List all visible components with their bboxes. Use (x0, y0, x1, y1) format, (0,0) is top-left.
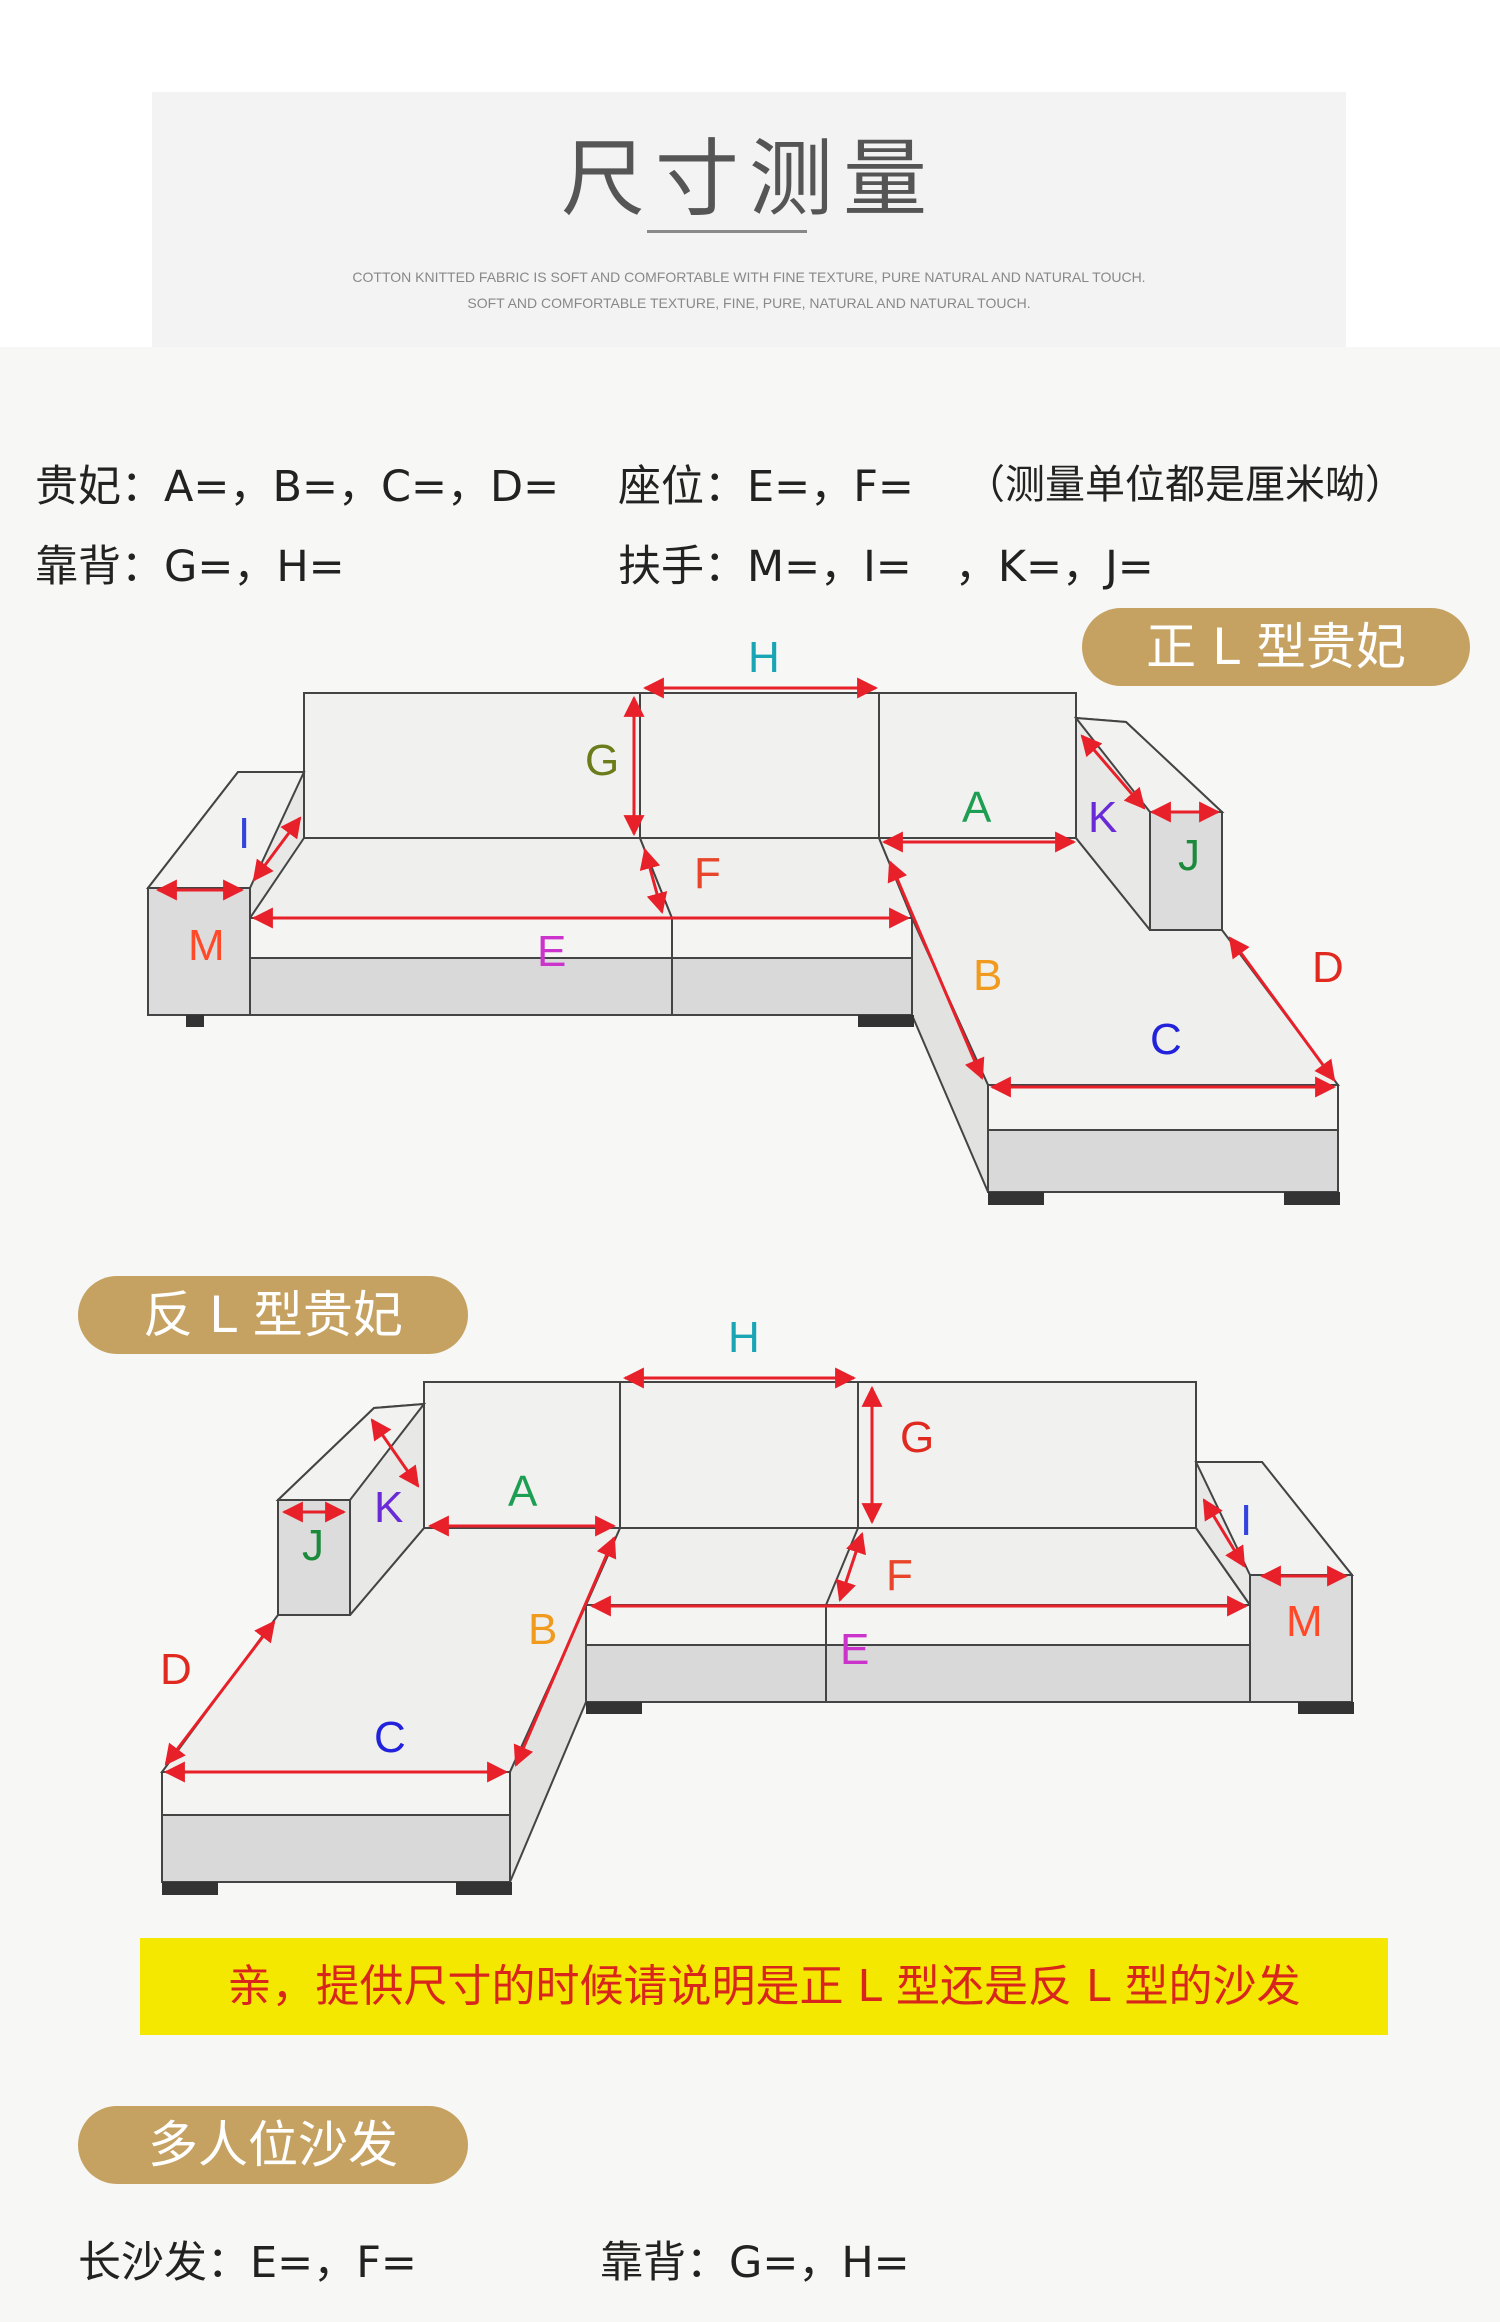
label-g: G (900, 1413, 934, 1462)
label-h: H (748, 640, 780, 682)
label-m: M (1286, 1597, 1323, 1646)
dimension-arrow (513, 1536, 617, 1767)
subtitle-line-2: SOFT AND COMFORTABLE TEXTURE, FINE, PURE… (467, 295, 1031, 311)
sofa-panel (585, 1604, 1251, 1646)
label-b: B (973, 951, 1002, 1000)
page-title: 尺寸测量 (560, 130, 937, 228)
spec-multi-sofa: 长沙发：E=，F= (78, 2238, 417, 2288)
sofa-panel (161, 1771, 511, 1816)
shape-reminder-note: 亲，提供尺寸的时候请说明是正 L 型还是反 L 型的沙发 (140, 1938, 1388, 2035)
chaise-base (161, 1814, 511, 1883)
sofa-foot (586, 1702, 642, 1714)
label-k: K (1088, 793, 1117, 842)
dimension-arrow (252, 816, 302, 882)
label-e: E (537, 927, 566, 976)
sofa-panel (987, 1084, 1339, 1131)
spec-unit-note: （测量单位都是厘米呦） (965, 462, 1405, 508)
section-badge-right-l: 反 L 型贵妃 (78, 1276, 468, 1354)
sofa-foot (186, 1015, 204, 1027)
label-b: B (528, 1605, 557, 1654)
backrest (423, 1381, 1197, 1531)
sofa-foot (858, 1015, 914, 1027)
section-badge-left-l: 正 L 型贵妃 (1082, 608, 1470, 686)
seat-base (249, 957, 913, 1016)
label-c: C (1150, 1015, 1182, 1064)
dimension-arrow (887, 860, 985, 1080)
subtitle-line-1: COTTON KNITTED FABRIC IS SOFT AND COMFOR… (352, 269, 1146, 285)
sofa-panel (638, 837, 914, 919)
sofa-foot (988, 1192, 1044, 1205)
label-d: D (160, 1645, 192, 1694)
section-badge-multi-seat: 多人位沙发 (78, 2106, 468, 2184)
spec-armrest: 扶手：M=，I= ，K=，J= (618, 542, 1154, 592)
label-h: H (728, 1313, 760, 1362)
dimension-arrow (370, 1418, 420, 1488)
label-a: A (508, 1467, 538, 1516)
label-d: D (1312, 943, 1344, 992)
label-m: M (188, 921, 225, 970)
sofa-panel (249, 837, 674, 919)
label-f: F (886, 1551, 913, 1600)
spec-chaise: 贵妃：A=，B=，C=，D= (35, 462, 560, 512)
spec-seat: 座位：E=，F= (618, 462, 914, 512)
dimension-arrow (639, 847, 668, 915)
dimension-arrow (1080, 734, 1146, 810)
chaise-base (987, 1129, 1339, 1193)
sofa-foot (1284, 1192, 1340, 1205)
spec-back: 靠背：G=，H= (35, 542, 345, 592)
header-banner: 尺寸测量 COTTON KNITTED FABRIC IS SOFT AND C… (152, 92, 1346, 347)
dimension-arrow (164, 1620, 276, 1766)
left-l-sofa-diagram: H G A K J I F M E B D C (145, 640, 1344, 1205)
spec-multi-back: 靠背：G=，H= (600, 2238, 910, 2288)
dimension-arrow (836, 1532, 866, 1602)
label-a: A (962, 783, 992, 832)
sofa-foot (456, 1882, 512, 1895)
label-j: J (302, 1521, 324, 1570)
sofa-foot (162, 1882, 218, 1895)
sofa-foot (1298, 1702, 1354, 1714)
label-k: K (374, 1483, 403, 1532)
seat-base (585, 1644, 1251, 1703)
sofa-panel (249, 917, 913, 959)
seat-cushion (584, 1527, 1252, 1606)
label-j: J (1178, 831, 1200, 880)
title-divider (647, 230, 807, 233)
label-c: C (374, 1713, 406, 1762)
right-l-sofa-diagram: H G A K J I F M E B D C (160, 1313, 1355, 1895)
dimension-arrow (1228, 936, 1336, 1082)
label-i: I (238, 809, 250, 858)
dimension-arrow (1202, 1498, 1246, 1568)
header-subtitle: COTTON KNITTED FABRIC IS SOFT AND COMFOR… (152, 264, 1346, 316)
label-i: I (1240, 1496, 1252, 1545)
label-f: F (694, 849, 721, 898)
label-e: E (840, 1625, 869, 1674)
label-g: G (585, 736, 619, 785)
